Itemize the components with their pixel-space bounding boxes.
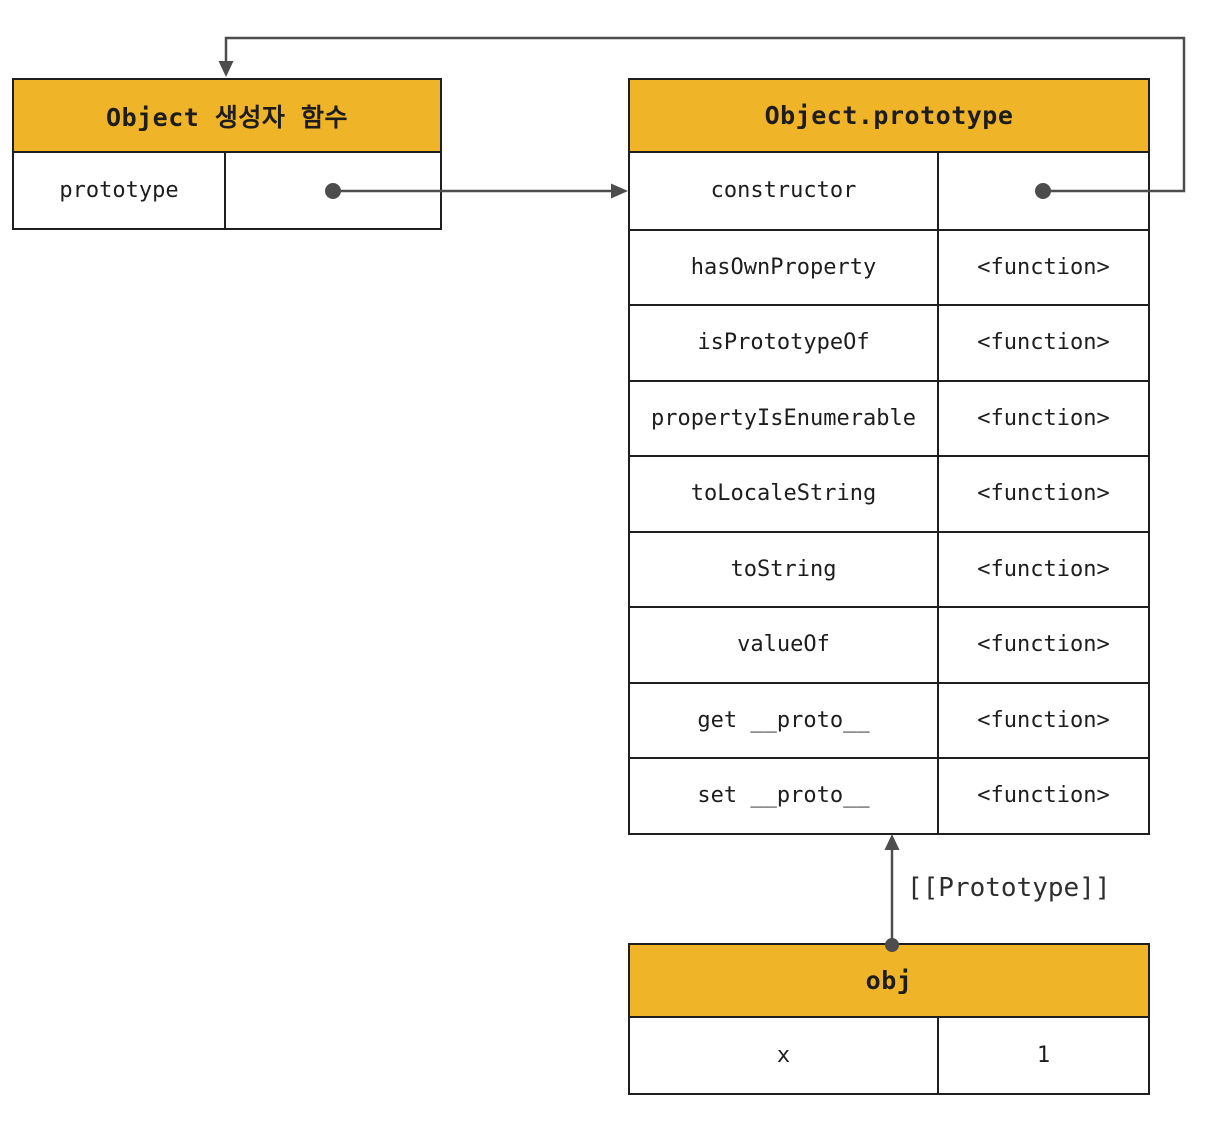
property-name-cell: prototype [14,153,226,228]
object-prototype-table-title: Object.prototype [630,80,1148,153]
table-row: toLocaleString <function> [630,455,1148,531]
table-row: isPrototypeOf <function> [630,304,1148,380]
property-name-cell: toString [630,532,939,606]
object-constructor-function-table: Object 생성자 함수 prototype [12,78,442,230]
prototype-arrowhead-icon [611,183,628,199]
property-value-cell: <function> [977,556,1110,582]
prototype-link-label: [[Prototype]] [907,873,1111,903]
table-row: get __proto__ <function> [630,681,1148,757]
object-constructor-function-table-title: Object 생성자 함수 [14,80,440,153]
table-row: constructor [630,153,1148,229]
constructor-pointer-cell [939,153,1148,229]
property-value-cell: <function> [977,330,1110,356]
table-row: set __proto__ <function> [630,757,1148,833]
property-name-cell: hasOwnProperty [630,230,939,304]
property-value-cell: <function> [977,254,1110,280]
table-row: propertyIsEnumerable <function> [630,379,1148,455]
obj-table-title: obj [630,945,1148,1018]
property-name-cell: set __proto__ [630,759,939,833]
property-name-cell: valueOf [630,608,939,682]
object-prototype-table: Object.prototype constructor hasOwnPrope… [628,78,1150,835]
property-name-cell: isPrototypeOf [630,306,939,380]
table-row: toString <function> [630,530,1148,606]
property-value-cell: <function> [977,405,1110,431]
table-row: prototype [14,153,440,228]
table-row: valueOf <function> [630,606,1148,682]
property-name-cell: constructor [630,153,939,229]
property-name-cell: x [630,1018,939,1093]
property-value-cell: <function> [977,632,1110,658]
prototype-pointer-cell [226,153,440,228]
property-value-cell: <function> [977,481,1110,507]
table-row: x 1 [630,1018,1148,1093]
property-value-cell: <function> [977,783,1110,809]
table-row: hasOwnProperty <function> [630,228,1148,304]
property-value-cell: 1 [1036,1043,1051,1068]
property-value-cell: <function> [977,707,1110,733]
property-name-cell: get __proto__ [630,683,939,757]
prototype-link-arrowhead-icon [884,834,900,850]
property-name-cell: propertyIsEnumerable [630,381,939,455]
constructor-arrowhead-icon [218,61,234,77]
obj-table: obj x 1 [628,943,1150,1095]
property-name-cell: toLocaleString [630,457,939,531]
